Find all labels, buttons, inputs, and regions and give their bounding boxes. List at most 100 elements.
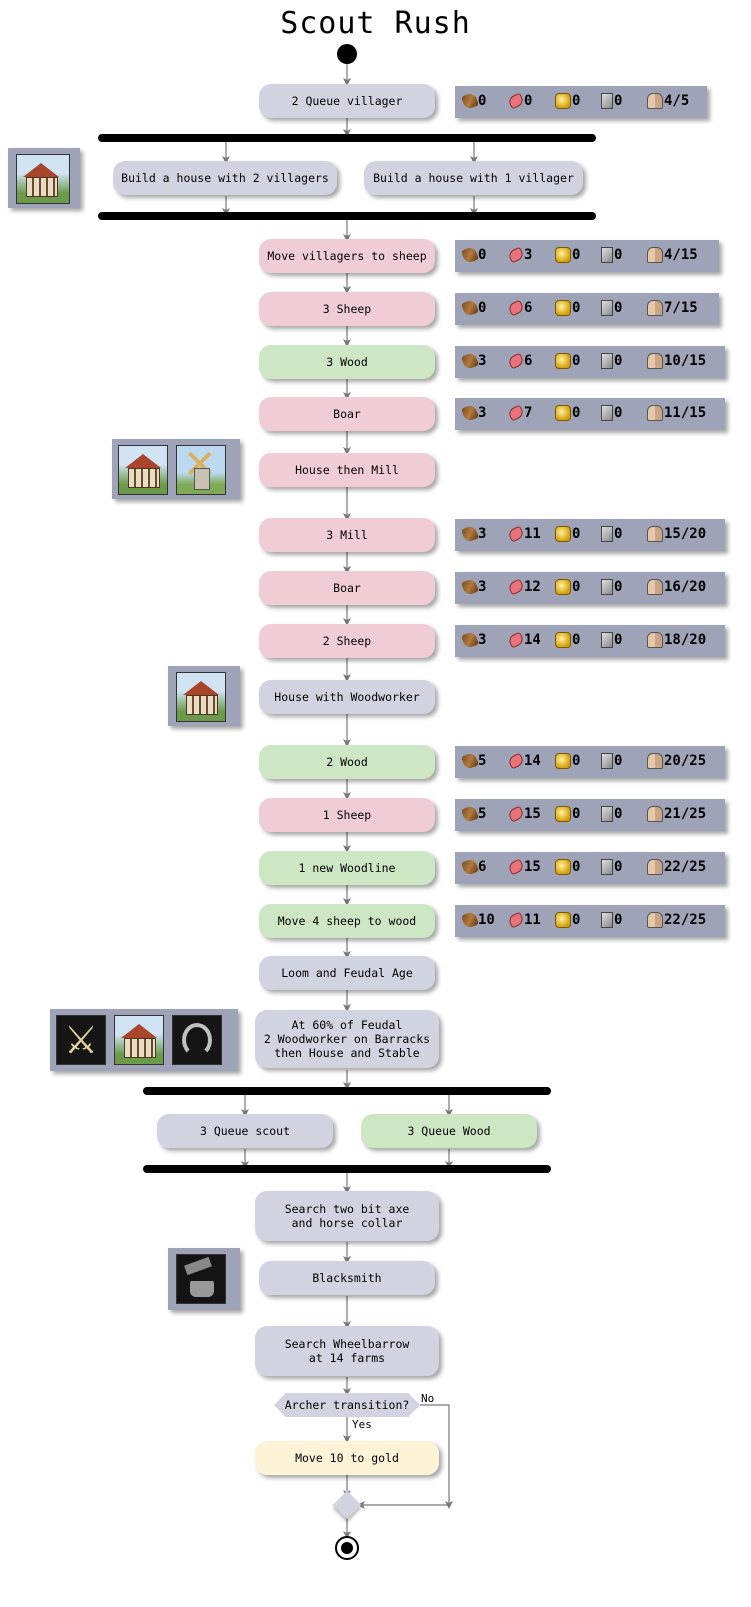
step-boar-2: Boar xyxy=(259,571,435,605)
step-3-wood: 3 Wood xyxy=(259,345,435,379)
decision-no-label: No xyxy=(421,1392,435,1405)
wood-count: 0 xyxy=(478,300,487,316)
resource-panel: 10 11 0 0 22/25 xyxy=(455,905,725,937)
gold-count: 0 xyxy=(572,912,581,928)
gold-count: 0 xyxy=(572,753,581,769)
step-feudal-60: At 60% of Feudal 2 Woodworker on Barrack… xyxy=(255,1010,439,1068)
stone-icon xyxy=(601,753,613,769)
gold-count: 0 xyxy=(572,300,581,316)
food-icon xyxy=(507,299,525,317)
step-2-wood: 2 Wood xyxy=(259,745,435,779)
gold-count: 0 xyxy=(572,632,581,648)
food-icon xyxy=(507,752,525,770)
wood-count: 0 xyxy=(478,247,487,263)
gold-icon xyxy=(555,579,571,595)
stone-count: 0 xyxy=(614,632,623,648)
gold-icon xyxy=(555,405,571,421)
resource-panel: 5 15 0 0 21/25 xyxy=(455,799,725,831)
wood-icon xyxy=(461,525,479,543)
stone-count: 0 xyxy=(614,753,623,769)
wood-icon xyxy=(461,631,479,649)
wood-count: 3 xyxy=(478,632,487,648)
gold-count: 0 xyxy=(572,353,581,369)
food-icon xyxy=(507,805,525,823)
decision-archer: Archer transition? xyxy=(274,1393,420,1417)
house-icon xyxy=(114,1015,164,1065)
house-icon xyxy=(176,672,226,722)
stone-count: 0 xyxy=(614,353,623,369)
population-icon xyxy=(647,912,663,928)
join-bar-2 xyxy=(143,1165,551,1173)
step-house-one-villager: Build a house with 1 villager xyxy=(364,161,583,195)
wood-icon xyxy=(461,911,479,929)
resource-panel: 3 14 0 0 18/20 xyxy=(455,625,725,657)
population-count: 20/25 xyxy=(664,753,707,769)
food-icon xyxy=(507,631,525,649)
stone-count: 0 xyxy=(614,247,623,263)
stone-count: 0 xyxy=(614,93,623,109)
step-3-sheep: 3 Sheep xyxy=(259,292,435,326)
step-house-two-villagers: Build a house with 2 villagers xyxy=(113,161,337,195)
stone-count: 0 xyxy=(614,912,623,928)
food-count: 14 xyxy=(524,753,541,769)
resource-panel: 0 3 0 0 4/15 xyxy=(455,240,719,272)
food-count: 7 xyxy=(524,405,533,421)
wood-count: 5 xyxy=(478,806,487,822)
food-count: 15 xyxy=(524,806,541,822)
population-icon xyxy=(647,526,663,542)
wood-icon xyxy=(461,578,479,596)
step-queue-scout: 3 Queue scout xyxy=(157,1114,333,1148)
stone-icon xyxy=(601,632,613,648)
gold-icon xyxy=(555,632,571,648)
barracks-icon: ⚔ xyxy=(56,1015,106,1065)
gold-count: 0 xyxy=(572,859,581,875)
gold-count: 0 xyxy=(572,806,581,822)
stone-icon xyxy=(601,405,613,421)
stone-icon xyxy=(601,859,613,875)
population-count: 4/5 xyxy=(664,93,690,109)
population-icon xyxy=(647,632,663,648)
blacksmith-note xyxy=(168,1248,240,1310)
stone-count: 0 xyxy=(614,526,623,542)
stone-count: 0 xyxy=(614,300,623,316)
food-count: 15 xyxy=(524,859,541,875)
population-icon xyxy=(647,353,663,369)
step-blacksmith: Blacksmith xyxy=(259,1261,435,1295)
population-count: 18/20 xyxy=(664,632,707,648)
step-loom-feudal: Loom and Feudal Age xyxy=(259,956,435,990)
population-icon xyxy=(647,247,663,263)
gold-icon xyxy=(555,247,571,263)
stone-count: 0 xyxy=(614,859,623,875)
gold-icon xyxy=(555,93,571,109)
house-mill-note xyxy=(112,439,240,499)
stone-count: 0 xyxy=(614,579,623,595)
step-new-woodline: 1 new Woodline xyxy=(259,851,435,885)
population-icon xyxy=(647,405,663,421)
wood-count: 3 xyxy=(478,579,487,595)
population-count: 16/20 xyxy=(664,579,707,595)
resource-panel: 3 12 0 0 16/20 xyxy=(455,572,725,604)
food-count: 0 xyxy=(524,93,533,109)
stone-icon xyxy=(601,912,613,928)
wood-count: 3 xyxy=(478,526,487,542)
food-icon xyxy=(507,92,525,110)
stone-icon xyxy=(601,526,613,542)
stone-icon xyxy=(601,806,613,822)
stone-icon xyxy=(601,93,613,109)
wood-icon xyxy=(461,404,479,422)
gold-icon xyxy=(555,353,571,369)
house-icon xyxy=(118,445,168,495)
gold-count: 0 xyxy=(572,526,581,542)
stone-count: 0 xyxy=(614,405,623,421)
step-1-sheep: 1 Sheep xyxy=(259,798,435,832)
food-icon xyxy=(507,858,525,876)
resource-panel: 0 0 0 0 4/5 xyxy=(455,86,707,118)
wood-count: 0 xyxy=(478,93,487,109)
gold-count: 0 xyxy=(572,93,581,109)
mill-icon xyxy=(176,445,226,495)
step-search-wheelbarrow: Search Wheelbarrow at 14 farms xyxy=(255,1326,439,1376)
stone-icon xyxy=(601,579,613,595)
food-icon xyxy=(507,525,525,543)
food-count: 11 xyxy=(524,912,541,928)
